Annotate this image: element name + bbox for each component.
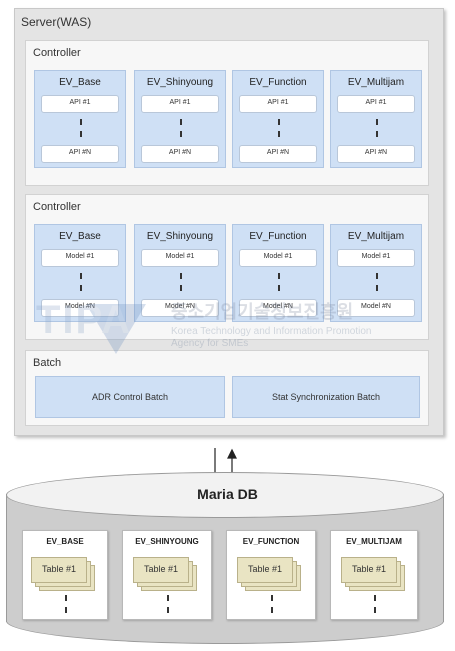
ellipsis-dots (376, 119, 378, 137)
table-label: Table #1 (351, 564, 387, 574)
module-title: EV_Function (249, 231, 307, 242)
table-label: Table #1 (247, 564, 283, 574)
database-cylinder-top (6, 472, 444, 518)
ellipsis-dots (271, 595, 273, 613)
module-title: EV_Base (59, 77, 101, 88)
model-last-item: Model #N (239, 299, 317, 317)
api-last-item: API #N (141, 145, 219, 163)
batch-title: Batch (33, 357, 62, 369)
table-sheet-front: Table #1 (341, 557, 397, 583)
module-title: EV_Base (59, 231, 101, 242)
db-schema-ev-multijam: EV_MULTIJAM Table #1 (330, 530, 418, 620)
ellipsis-dots (180, 273, 182, 291)
ellipsis-dots (180, 119, 182, 137)
schema-title: EV_MULTIJAM (346, 537, 402, 546)
server-title: Server(WAS) (21, 15, 92, 29)
controller-api-title: Controller (33, 47, 81, 59)
table-sheet-front: Table #1 (31, 557, 87, 583)
api-first-item: API #1 (141, 95, 219, 113)
batch-stat-synchronization: Stat Synchronization Batch (232, 376, 420, 418)
controller-model-title: Controller (33, 201, 81, 213)
table-sheet-front: Table #1 (133, 557, 189, 583)
ellipsis-dots (376, 273, 378, 291)
table-sheet-front: Table #1 (237, 557, 293, 583)
ellipsis-dots (80, 119, 82, 137)
module-title: EV_Multijam (347, 231, 405, 242)
schema-title: EV_FUNCTION (242, 537, 300, 546)
batch-adr-control: ADR Control Batch (35, 376, 225, 418)
model-module-ev-function: EV_Function Model #1 Model #N (232, 224, 324, 322)
model-module-ev-base: EV_Base Model #1 Model #N (34, 224, 126, 322)
model-first-item: Model #1 (239, 249, 317, 267)
api-last-item: API #N (239, 145, 317, 163)
ellipsis-dots (167, 595, 169, 613)
ellipsis-dots (65, 595, 67, 613)
table-label: Table #1 (143, 564, 179, 574)
schema-title: EV_BASE (46, 537, 84, 546)
module-title: EV_Shinyoung (146, 231, 214, 242)
model-first-item: Model #1 (337, 249, 415, 267)
api-module-ev-base: EV_Base API #1 API #N (34, 70, 126, 168)
model-last-item: Model #N (41, 299, 119, 317)
model-first-item: Model #1 (41, 249, 119, 267)
module-title: EV_Shinyoung (146, 77, 214, 88)
model-module-ev-shinyoung: EV_Shinyoung Model #1 Model #N (134, 224, 226, 322)
ellipsis-dots (278, 273, 280, 291)
api-last-item: API #N (41, 145, 119, 163)
model-module-ev-multijam: EV_Multijam Model #1 Model #N (330, 224, 422, 322)
database-title: Maria DB (197, 486, 258, 502)
api-last-item: API #N (337, 145, 415, 163)
module-title: EV_Function (249, 77, 307, 88)
db-schema-ev-shinyoung: EV_SHINYOUNG Table #1 (122, 530, 212, 620)
model-last-item: Model #N (141, 299, 219, 317)
ellipsis-dots (80, 273, 82, 291)
db-schema-ev-base: EV_BASE Table #1 (22, 530, 108, 620)
api-first-item: API #1 (41, 95, 119, 113)
model-last-item: Model #N (337, 299, 415, 317)
api-module-ev-multijam: EV_Multijam API #1 API #N (330, 70, 422, 168)
table-label: Table #1 (41, 564, 77, 574)
module-title: EV_Multijam (347, 77, 405, 88)
model-first-item: Model #1 (141, 249, 219, 267)
api-module-ev-function: EV_Function API #1 API #N (232, 70, 324, 168)
api-first-item: API #1 (337, 95, 415, 113)
ellipsis-dots (278, 119, 280, 137)
ellipsis-dots (374, 595, 376, 613)
api-first-item: API #1 (239, 95, 317, 113)
db-schema-ev-function: EV_FUNCTION Table #1 (226, 530, 316, 620)
api-module-ev-shinyoung: EV_Shinyoung API #1 API #N (134, 70, 226, 168)
schema-title: EV_SHINYOUNG (135, 537, 199, 546)
